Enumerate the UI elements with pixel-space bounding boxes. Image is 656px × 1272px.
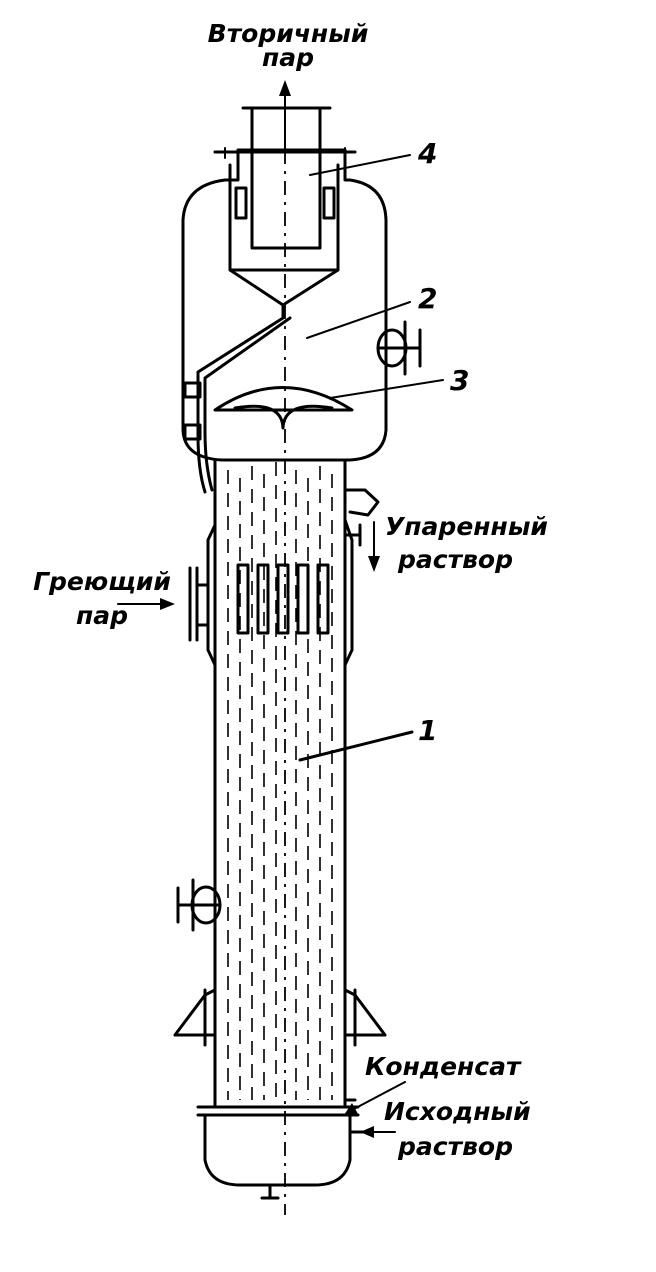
callout-3: 3 (450, 364, 469, 397)
support-brackets (173, 988, 387, 1047)
label-secondary-steam-2: пар (262, 43, 314, 72)
heating-steam-nozzle (188, 566, 210, 642)
leader-3 (329, 379, 444, 399)
leader-1 (298, 730, 414, 762)
leader-4 (309, 154, 411, 176)
label-feed-solution-2: раствор (397, 1132, 513, 1161)
sight-glass-lower (176, 878, 222, 932)
feed-solution-arrow (360, 1126, 396, 1138)
evaporated-solution-outlet (343, 488, 380, 547)
callout-2: 2 (418, 282, 437, 315)
evaporated-solution-arrow (368, 521, 380, 572)
label-condensate: Конденсат (365, 1052, 522, 1081)
secondary-steam-arrow (279, 80, 291, 151)
condensate-arrow (344, 1081, 406, 1115)
sight-glass-upper (376, 320, 422, 376)
label-feed-solution: Исходный (384, 1097, 531, 1126)
label-heating-steam-2: пар (76, 601, 128, 630)
drain-pipe (183, 303, 292, 494)
heating-chamber-1 (213, 458, 347, 1107)
label-heating-steam: Греющий (33, 567, 171, 596)
label-secondary-steam: Вторичный (208, 19, 369, 48)
leader-2 (306, 301, 411, 339)
callout-1: 1 (418, 714, 437, 747)
heating-steam-arrow (117, 598, 175, 610)
label-evaporated-solution-2: раствор (397, 545, 513, 574)
bottom-chamber (196, 1098, 365, 1200)
callout-4: 4 (417, 137, 437, 170)
baffle-3 (213, 386, 354, 430)
label-evaporated-solution: Упаренный (385, 512, 548, 541)
steam-jacket (206, 518, 354, 667)
